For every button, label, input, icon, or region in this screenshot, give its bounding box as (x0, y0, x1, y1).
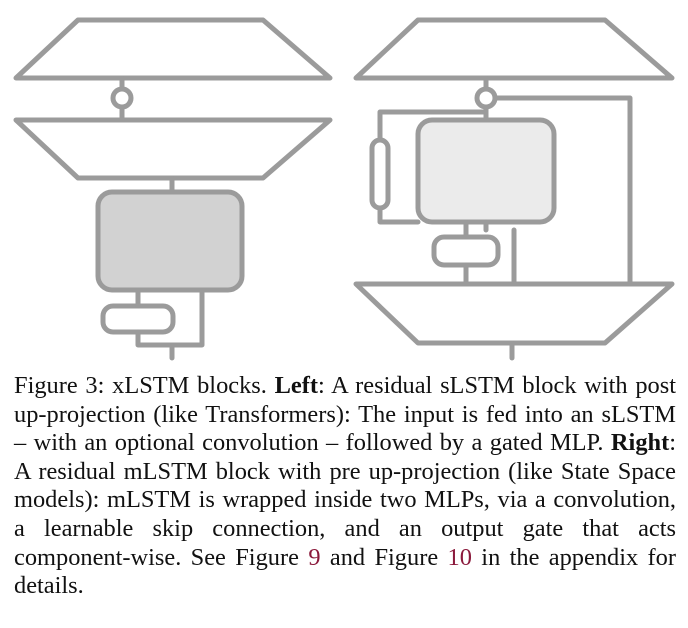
slstm-cell (95, 189, 245, 293)
caption-right-label: Right (610, 429, 670, 457)
output-gate-circle (474, 86, 498, 110)
mlstm-block-right (353, 17, 675, 361)
caption-title: xLSTM blocks. (112, 372, 267, 399)
residual-connection (463, 219, 517, 287)
output-gate-path (492, 95, 633, 287)
figure-caption: Figure 3: xLSTM blocks. Left: A residual… (14, 372, 676, 601)
caption-left-text: : A residual sLSTM block with post up-pr… (14, 372, 677, 457)
skip-connection-path (377, 109, 489, 225)
up-projection-trapezoid (353, 281, 675, 346)
learnable-skip-pill (369, 137, 391, 211)
output-gate-circle (110, 86, 134, 110)
caption-right-text: : A residual mLSTM block with pre up-pro… (14, 429, 676, 571)
caption-left-label: Left (274, 372, 318, 399)
caption-end-text: in the appendix for details. (14, 543, 676, 600)
figure-art (13, 17, 675, 361)
caption-label: Figure 3: (14, 372, 105, 399)
mlstm-cell (415, 117, 557, 225)
figure-9-link[interactable]: 9 (308, 543, 321, 571)
caption-mid-text: and Figure (329, 543, 439, 571)
down-projection-trapezoid (353, 17, 675, 81)
residual-connection (135, 287, 205, 361)
up-projection-trapezoid (13, 117, 333, 181)
figure-10-link[interactable]: 10 (447, 543, 472, 571)
slstm-block-left (13, 17, 333, 361)
down-projection-trapezoid (13, 17, 333, 81)
convolution-pill (100, 303, 176, 335)
convolution-pill (431, 234, 501, 268)
